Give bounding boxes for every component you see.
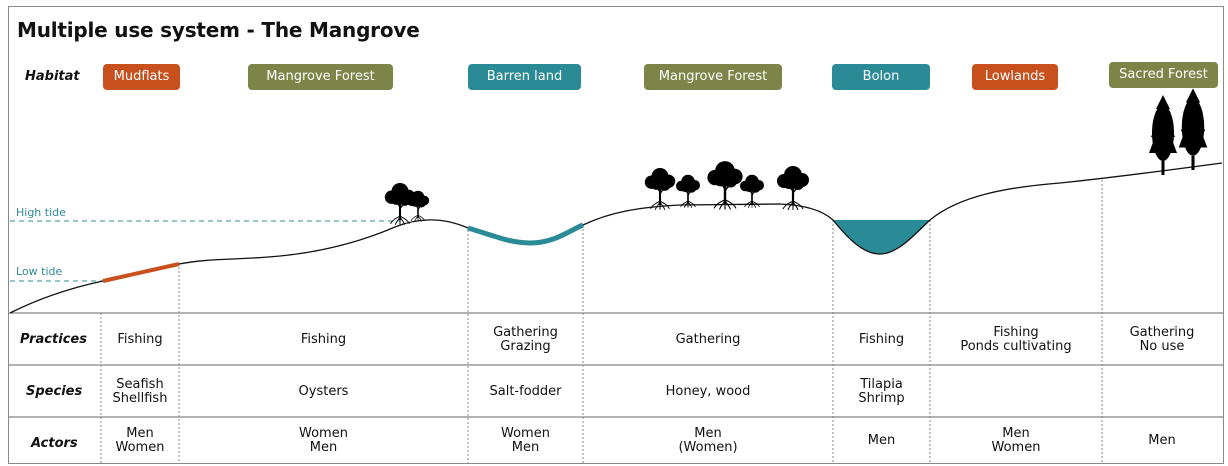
species-cell: Honey, wood <box>665 383 751 399</box>
species-cell <box>1102 366 1222 417</box>
low-tide-label: Low tide <box>16 265 63 278</box>
terrain-profile <box>9 162 1223 314</box>
table-grid <box>9 180 1223 464</box>
actors-cell: Women Men <box>299 426 348 455</box>
mangrove-tree-icon <box>675 173 701 209</box>
practices-cell: Fishing <box>858 331 905 347</box>
species-cell <box>930 366 1102 417</box>
species-cell: Oysters <box>298 383 349 399</box>
diagram-title: Multiple use system - The Mangrove <box>17 18 420 42</box>
high-tide-label: High tide <box>16 206 66 219</box>
habitat-tag-lowlands: Lowlands <box>972 64 1058 90</box>
actors-cell: Men <box>867 433 896 448</box>
mangrove-tree-group-small <box>383 181 430 226</box>
sacred-tree-icon <box>1149 95 1177 175</box>
practices-cell: Gathering Grazing <box>493 324 558 354</box>
species-cell: Salt-fodder <box>489 383 562 399</box>
species-cell: Seafish Shellfish <box>112 376 168 406</box>
actors-cell: Men Women <box>115 426 165 455</box>
practices-cell: Gathering No use <box>1129 324 1195 354</box>
habitat-tag-mangrove-forest-2: Mangrove Forest <box>644 64 782 90</box>
practices-cell: Fishing <box>117 331 163 347</box>
practices-row-label: Practices <box>20 332 87 347</box>
mangrove-tree-icon <box>706 159 744 211</box>
practices-cell: Gathering <box>675 331 741 347</box>
sacred-tree-icon <box>1178 88 1208 170</box>
actors-cell: Men <box>1148 433 1176 448</box>
sacred-tree-group <box>1149 88 1208 175</box>
practices-cell: Fishing <box>300 331 347 347</box>
actors-cell: Women Men <box>501 426 550 455</box>
habitat-tag-bolon: Bolon <box>832 64 930 90</box>
actors-cell: Men (Women) <box>678 426 738 455</box>
actors-row-label: Actors <box>31 436 78 451</box>
habitat-tag-barren-land: Barren land <box>468 64 581 90</box>
habitat-tag-sacred-forest: Sacred Forest <box>1109 62 1218 88</box>
mangrove-tree-icon <box>643 166 677 211</box>
mangrove-tree-group-large <box>643 159 811 212</box>
barren-land-strip <box>467 222 584 246</box>
habitat-row-label: Habitat <box>25 69 80 84</box>
species-row-label: Species <box>26 384 83 399</box>
bolon-water <box>833 220 930 254</box>
mudflats-strip <box>102 262 180 283</box>
mangrove-tree-icon <box>775 164 811 212</box>
mangrove-tree-icon <box>739 173 765 209</box>
actors-cell: Men Women <box>991 426 1041 455</box>
habitat-tag-mangrove-forest: Mangrove Forest <box>248 64 393 90</box>
practices-cell: Fishing Ponds cultivating <box>960 324 1072 354</box>
habitat-tag-mudflats: Mudflats <box>103 64 180 90</box>
species-cell: Tilapia Shrimp <box>858 376 905 406</box>
